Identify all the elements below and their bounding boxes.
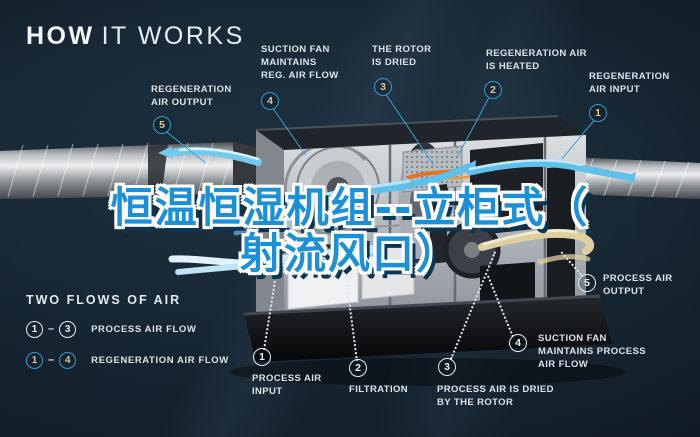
label-process-air-input: PROCESS AIR INPUT [252,373,322,397]
legend-dash: – [48,323,55,335]
label-suction-fan-reg: SUCTION FAN MAINTAINS REG. AIR FLOW [261,44,339,81]
badge-reg-air-output: 5 [153,116,171,134]
badge-reg-air-heated: 2 [484,81,502,99]
badge-suction-fan-process: 4 [509,334,527,352]
badge-suction-fan-reg: 4 [261,92,279,110]
badge-rotor-is-dried: 3 [374,78,392,96]
label-process-air-output: PROCESS AIR OUTPUT [603,273,673,297]
cabinet [255,115,586,336]
legend-title: TWO FLOWS OF AIR [26,293,182,307]
label-filtration: FILTRATION [349,384,409,395]
badge-process-air-output: 5 [578,274,596,292]
label-process-air-dried: PROCESS AIR IS DRIED BY THE ROTOR [437,384,554,408]
label-rotor-is-dried: THE ROTOR IS DRIED [372,44,432,68]
badge-reg-air-input: 1 [589,104,607,122]
legend-circle-to: 4 [59,351,77,369]
process-fan [443,221,501,279]
overlay-title-line2: 射流风口） [239,229,460,278]
legend-dash: – [48,354,55,366]
badge-filtration: 2 [349,359,367,377]
legend-row-process: 1 – 3 PROCESS AIR FLOW [26,320,229,338]
tan-stream [478,229,595,255]
overlay-title-line1: 恒温恒湿机组--立柜式（ [110,183,590,232]
duct-damper [148,144,168,194]
legend-label-process: PROCESS AIR FLOW [91,323,197,335]
filter-panel-2 [361,240,415,300]
badge-process-air-dried: 3 [438,358,456,376]
title-bold: HOW [26,22,95,50]
air-streams [158,146,636,275]
left-duct [0,142,262,202]
label-reg-air-heated: REGENERATION AIR IS HEATED [486,48,587,72]
label-reg-air-output: REGENERATION AIR OUTPUT [151,84,232,108]
label-suction-fan-process: SUCTION FAN MAINTAINS PROCESS AIR FLOW [538,333,646,370]
legend-row-regeneration: 1 – 4 REGENERATION AIR FLOW [26,351,229,369]
legend-circle-from: 1 [26,320,43,338]
legend-circle-from: 1 [26,351,43,369]
label-reg-air-input: REGENERATION AIR INPUT [589,71,670,95]
legend: TWO FLOWS OF AIR 1 – 3 PROCESS AIR FLOW … [26,293,229,369]
title-light: IT WORKS [101,22,245,50]
legend-circle-to: 3 [59,320,77,338]
badge-process-air-input: 1 [253,348,271,366]
legend-label-regeneration: REGENERATION AIR FLOW [91,354,229,366]
